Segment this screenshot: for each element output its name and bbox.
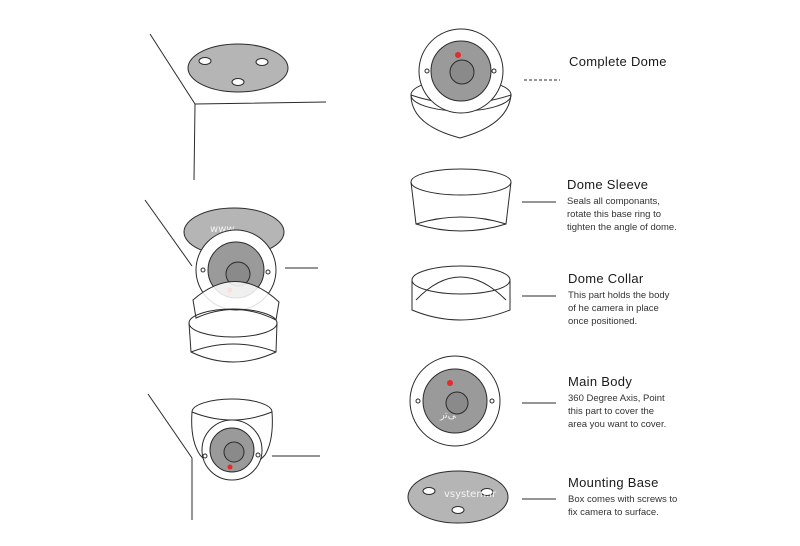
description-line: this part to cover the	[568, 406, 655, 417]
description-line: Seals all componants,	[567, 196, 660, 207]
step3-installed-dome-illustration	[147, 393, 320, 520]
component-title: Dome Sleeve	[567, 177, 649, 192]
component-description: This part holds the body of he camera in…	[568, 289, 669, 328]
component-description: 360 Degree Axis, Point this part to cove…	[568, 392, 666, 431]
label-dome-collar: Dome Collar This part holds the body of …	[568, 271, 669, 328]
description-line: once positioned.	[568, 316, 638, 327]
component-title: Main Body	[568, 374, 633, 389]
description-line: This part holds the body	[568, 290, 670, 301]
label-mounting-base: Mounting Base Box comes with screws to f…	[568, 475, 677, 519]
description-line: 360 Degree Axis, Point	[568, 393, 665, 404]
mounting-base-illustration: vsystem.ir	[407, 470, 556, 524]
description-line: area you want to cover.	[568, 419, 667, 430]
step2-exploded-assembly-illustration: www.	[144, 199, 318, 363]
watermark-text: vsystem.ir	[444, 489, 497, 500]
step1-ceiling-mount-illustration	[149, 33, 327, 181]
component-title: Dome Collar	[568, 271, 644, 286]
component-description: Box comes with screws to fix camera to s…	[568, 493, 677, 519]
description-line: rotate this base ring to	[567, 209, 661, 220]
component-title: Complete Dome	[569, 54, 667, 69]
description-line: Box comes with screws to	[568, 494, 678, 505]
description-line: fix camera to surface.	[568, 507, 659, 518]
dome-collar-illustration	[411, 265, 556, 321]
complete-dome-illustration	[410, 28, 560, 139]
svg-text:ﯽﺗﺭ: ﯽﺗﺭ	[439, 410, 457, 421]
dome-sleeve-illustration	[410, 168, 556, 232]
description-line: of he camera in place	[568, 303, 659, 314]
main-body-illustration: ﯽﺗﺭ	[409, 355, 556, 447]
component-description: Seals all componants, rotate this base r…	[567, 195, 677, 234]
label-dome-sleeve: Dome Sleeve Seals all componants, rotate…	[567, 177, 677, 234]
component-title: Mounting Base	[568, 475, 659, 490]
description-line: tighten the angle of dome.	[567, 222, 677, 233]
label-main-body: Main Body 360 Degree Axis, Point this pa…	[568, 374, 666, 431]
svg-text:www.: www.	[210, 224, 237, 235]
label-complete-dome: Complete Dome	[569, 54, 667, 69]
